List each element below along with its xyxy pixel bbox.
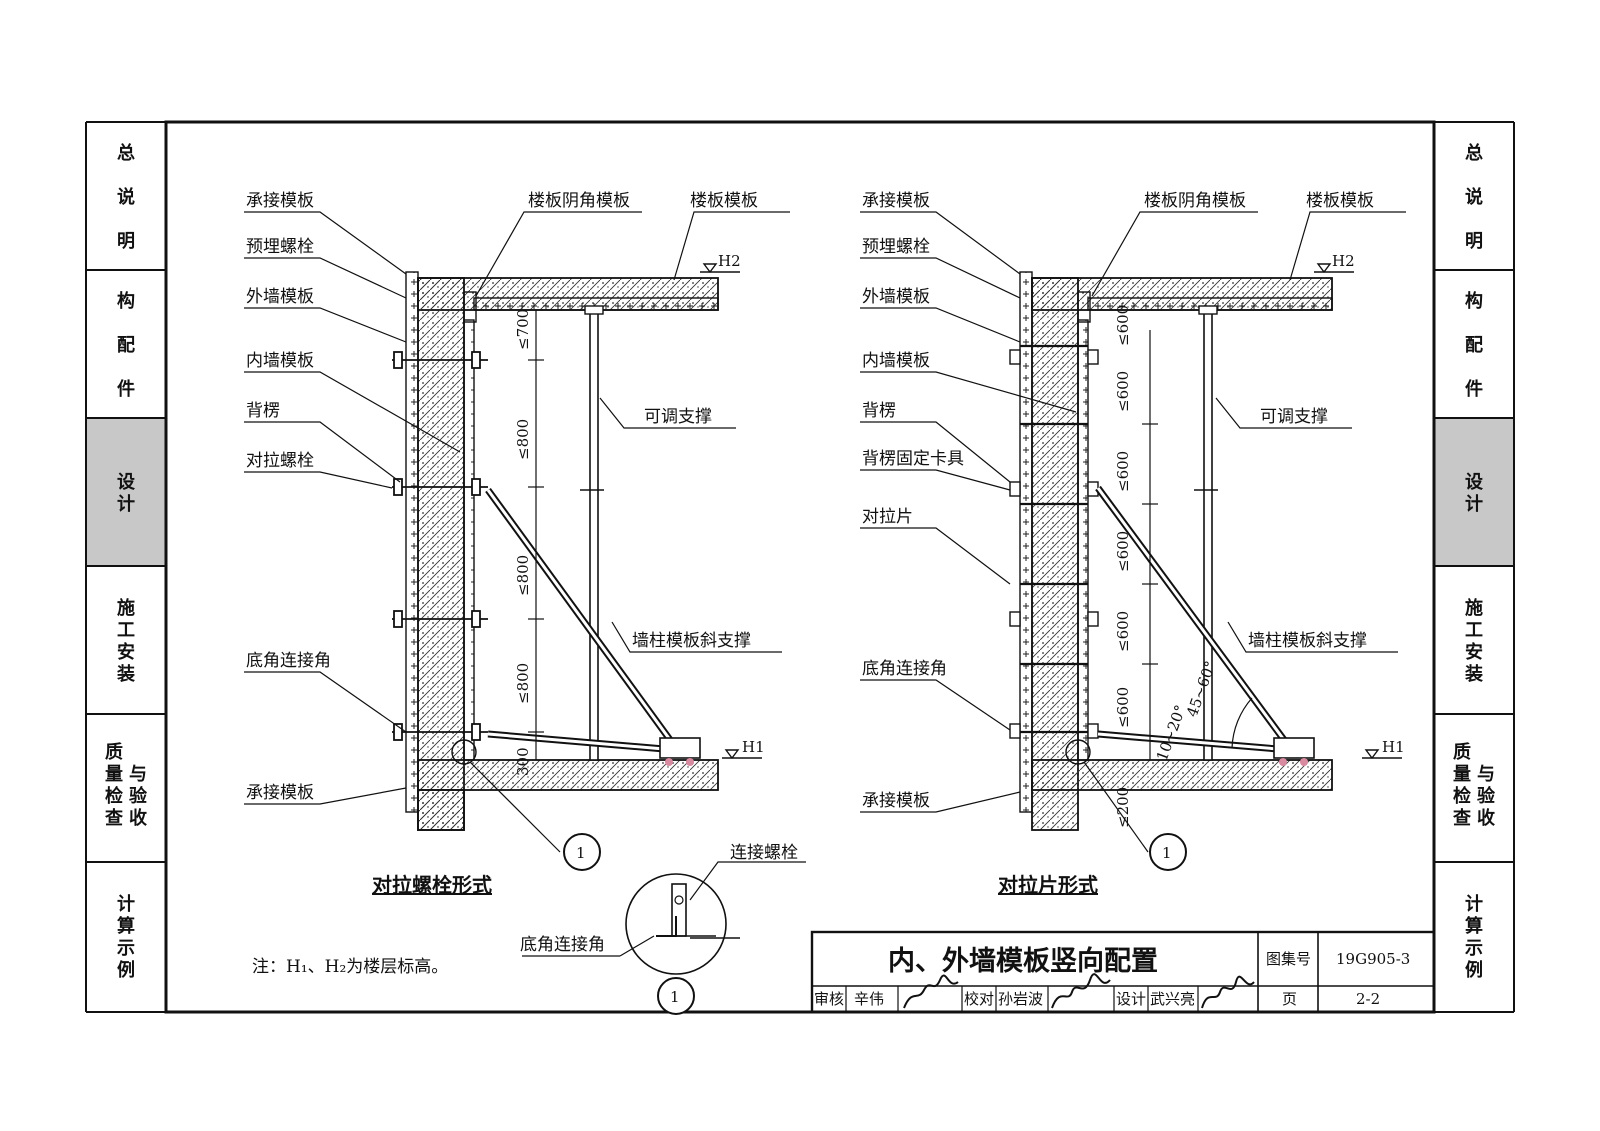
dim-300: 300 [514, 747, 532, 776]
dim-600-a: ≤600 [1114, 305, 1132, 346]
level-h1-left: H1 [742, 738, 765, 756]
detail-labels: 连接螺栓 底角连接角 1 注：H₁、H₂为楼层标高。 [252, 843, 798, 1006]
dim-600-e: ≤600 [1114, 611, 1132, 652]
label-base-angle-r: 底角连接角 [862, 659, 947, 679]
nav-item-components-left[interactable]: 构配件 [117, 290, 135, 400]
label-tie-bolt: 对拉螺栓 [246, 451, 314, 471]
label-slab-r: 楼板模板 [1306, 191, 1374, 211]
level-h2-left: H2 [718, 252, 741, 270]
label-support-bottom: 承接模板 [246, 783, 314, 803]
label-support-bottom-r: 承接模板 [862, 791, 930, 811]
label-support-top: 承接模板 [246, 191, 314, 211]
dim-800-b: ≤800 [514, 555, 532, 596]
dim-800-c: ≤800 [514, 663, 532, 704]
label-ridge-clamp: 背楞固定卡具 [862, 449, 964, 469]
label-diagonal-brace-r: 墙柱模板斜支撑 [1248, 631, 1367, 651]
dim-700: ≤700 [514, 309, 532, 350]
label-support-top-r: 承接模板 [862, 191, 930, 211]
right-nav [1433, 121, 1515, 1013]
nav-item-install-right[interactable]: 施工安装 [1465, 597, 1483, 685]
nav-item-install-left[interactable]: 施工安装 [117, 597, 135, 685]
detail-mark-right: 1 [1162, 844, 1172, 862]
dim-600-c: ≤600 [1114, 451, 1132, 492]
right-wall-section [1009, 263, 1402, 871]
nav-item-quality-right[interactable]: 质量检查与验收 [1453, 742, 1496, 829]
nav-item-components-right[interactable]: 构配件 [1465, 290, 1483, 400]
nav-item-calc-right[interactable]: 计算示例 [1465, 893, 1483, 981]
right-drawing-labels: 承接模板 预埋螺栓 外墙模板 内墙模板 背楞 背楞固定卡具 对拉片 底角连接角 … [862, 191, 1405, 897]
title-block [810, 930, 1436, 1014]
nav-item-overview-left[interactable]: 总说明 [117, 142, 135, 252]
label-embedded-bolt-r: 预埋螺栓 [862, 237, 930, 257]
design-label: 设计 [1116, 990, 1146, 1008]
left-wall-section [392, 263, 762, 871]
title-block-text: 内、外墙模板竖向配置 图集号 19G905-3 审核 辛伟 校对 孙岩波 设计 … [814, 945, 1410, 1008]
label-slab-corner-r: 楼板阴角模板 [1144, 191, 1246, 211]
label-inner-wall: 内墙模板 [246, 351, 314, 371]
label-inner-wall-r: 内墙模板 [862, 351, 930, 371]
angle-45-60: 45~60° [1183, 658, 1220, 719]
nav-item-calc-left[interactable]: 计算示例 [117, 893, 135, 981]
label-tie-plate: 对拉片 [862, 507, 913, 527]
atlas-label: 图集号 [1266, 950, 1311, 968]
label-base-angle: 底角连接角 [246, 651, 331, 671]
label-slab: 楼板模板 [690, 191, 758, 211]
label-outer-wall-r: 外墙模板 [862, 287, 930, 307]
label-embedded-bolt: 预埋螺栓 [246, 237, 314, 257]
left-drawing-title: 对拉螺栓形式 [372, 873, 492, 897]
drawing-frame [164, 120, 1436, 1014]
dim-200: ≤200 [1114, 787, 1132, 828]
label-back-ridge: 背楞 [246, 401, 280, 421]
dim-600-b: ≤600 [1114, 371, 1132, 412]
right-leaders [860, 211, 1406, 813]
label-adjustable-prop-r: 可调支撑 [1260, 407, 1328, 427]
dim-800-a: ≤800 [514, 419, 532, 460]
nav-item-design-left[interactable]: 设计 [117, 472, 135, 515]
right-drawing-title: 对拉片形式 [998, 873, 1098, 897]
drawing-title: 内、外墙模板竖向配置 [888, 945, 1158, 977]
label-detail-base-angle: 底角连接角 [520, 935, 605, 955]
level-h2-right: H2 [1332, 252, 1355, 270]
checker-name: 孙岩波 [998, 990, 1043, 1008]
check-label: 校对 [964, 990, 994, 1008]
left-drawing-labels: 承接模板 预埋螺栓 外墙模板 内墙模板 背楞 对拉螺栓 底角连接角 承接模板 楼… [246, 191, 765, 897]
label-diagonal-brace: 墙柱模板斜支撑 [632, 631, 751, 651]
dim-600-d: ≤600 [1114, 531, 1132, 572]
level-h1-right: H1 [1382, 738, 1405, 756]
nav-item-design-right[interactable]: 设计 [1465, 472, 1483, 515]
label-outer-wall: 外墙模板 [246, 287, 314, 307]
nav-item-overview-right[interactable]: 总说明 [1465, 142, 1483, 252]
designer-name: 武兴亮 [1150, 990, 1195, 1008]
left-nav [85, 121, 167, 1013]
note: 注：H₁、H₂为楼层标高。 [252, 957, 448, 977]
nav-item-quality-left[interactable]: 质量检查与验收 [105, 742, 148, 829]
left-leaders [244, 211, 790, 805]
atlas-number: 19G905-3 [1336, 950, 1410, 968]
detail-mark-bottom: 1 [670, 988, 680, 1006]
review-label: 审核 [814, 990, 844, 1008]
detail-mark-left: 1 [576, 844, 586, 862]
reviewer-name: 辛伟 [854, 990, 884, 1008]
label-connect-bolt: 连接螺栓 [730, 843, 798, 863]
page-label: 页 [1282, 990, 1297, 1008]
label-slab-corner: 楼板阴角模板 [528, 191, 630, 211]
page-number: 2-2 [1356, 990, 1380, 1008]
dim-600-f: ≤600 [1114, 687, 1132, 728]
detail-1-figure [522, 861, 806, 1015]
label-back-ridge-r: 背楞 [862, 401, 896, 421]
label-adjustable-prop: 可调支撑 [644, 407, 712, 427]
